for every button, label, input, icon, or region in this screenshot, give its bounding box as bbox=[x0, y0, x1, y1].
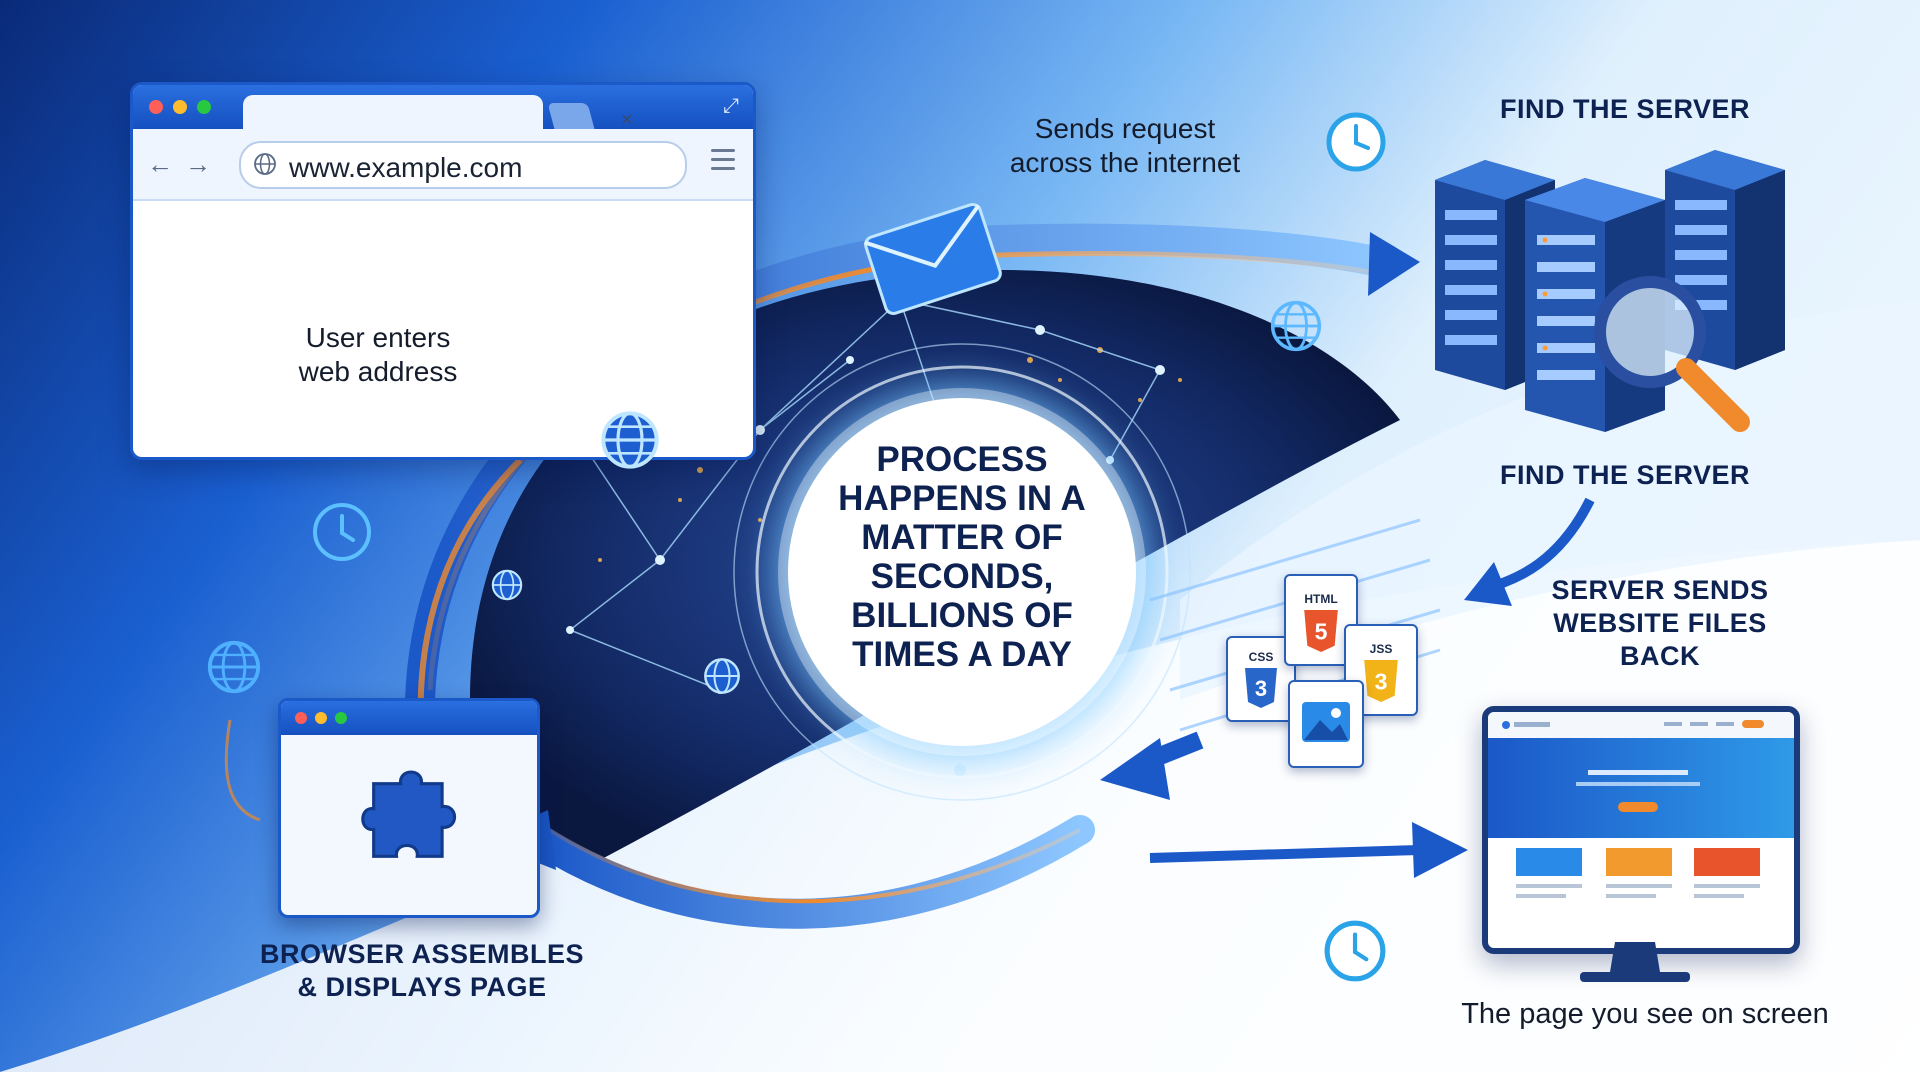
inactive-tab[interactable] bbox=[547, 103, 595, 129]
find-server-title: FIND THE SERVER bbox=[1499, 94, 1751, 124]
maximize-dot[interactable] bbox=[335, 712, 347, 724]
clock-icon bbox=[313, 503, 371, 561]
monitor-icon bbox=[1482, 706, 1800, 954]
address-bar[interactable]: www.example.com bbox=[239, 141, 687, 189]
globe-icon bbox=[1270, 300, 1322, 352]
puzzle-icon bbox=[361, 770, 457, 858]
html-file-label: HTML bbox=[1304, 592, 1338, 606]
request-arrowhead bbox=[1368, 232, 1420, 296]
back-arrow-icon[interactable]: ← bbox=[147, 149, 173, 179]
clock-icon bbox=[1326, 112, 1386, 172]
expand-icon[interactable]: ⤢ bbox=[723, 95, 739, 117]
step2-label: Sends request across the internet bbox=[1009, 113, 1241, 178]
maximize-dot[interactable] bbox=[197, 100, 211, 114]
envelope-icon bbox=[863, 202, 1002, 316]
globe-icon bbox=[254, 153, 276, 175]
browser-titlebar: × ⤢ bbox=[133, 85, 753, 131]
svg-text:5: 5 bbox=[1315, 618, 1328, 644]
browser-window: × ⤢ ← → www.example.com request User ent… bbox=[130, 82, 756, 460]
browser-toolbar: ← → www.example.com bbox=[133, 129, 753, 201]
magnifier-icon bbox=[1594, 276, 1750, 432]
html-file-icon: HTML 5 bbox=[1284, 574, 1358, 666]
find-server-subtitle: FIND THE SERVER bbox=[1499, 460, 1751, 490]
svg-text:3: 3 bbox=[1375, 668, 1388, 694]
forward-arrow-icon[interactable]: → bbox=[185, 149, 211, 179]
browser-titlebar bbox=[281, 701, 537, 735]
clock-icon bbox=[1324, 920, 1386, 982]
server-sends-label: SERVER SENDS WEBSITE FILES BACK bbox=[1551, 575, 1769, 671]
response-arc bbox=[525, 815, 1095, 929]
white-sweep bbox=[0, 540, 1920, 1072]
browser-tab[interactable]: × bbox=[243, 95, 633, 131]
globe-icon bbox=[601, 411, 659, 469]
close-dot[interactable] bbox=[149, 100, 163, 114]
center-text: PROCESS HAPPENS IN A MATTER OF SECONDS, … bbox=[838, 440, 1086, 674]
browser-assembles-label: BROWSER ASSEMBLES & DISPLAYS PAGE bbox=[259, 939, 585, 1002]
monitor-stand bbox=[1580, 942, 1690, 982]
css-file-label: CSS bbox=[1248, 650, 1274, 664]
minimize-dot[interactable] bbox=[315, 712, 327, 724]
globe-icon bbox=[491, 569, 523, 601]
assembled-browser-window bbox=[278, 698, 540, 918]
globe-icon bbox=[207, 640, 261, 694]
page-on-screen-label: The page you see on screen bbox=[1461, 998, 1829, 1030]
globe-icon bbox=[704, 658, 740, 694]
light-band bbox=[1180, 300, 1920, 700]
js-file-label: JSS bbox=[1369, 642, 1393, 656]
url-text[interactable]: www.example.com bbox=[289, 152, 523, 183]
close-dot[interactable] bbox=[295, 712, 307, 724]
svg-text:3: 3 bbox=[1255, 676, 1267, 701]
image-file-icon bbox=[1288, 680, 1364, 768]
minimize-dot[interactable] bbox=[173, 100, 187, 114]
site-navbar bbox=[1488, 712, 1794, 738]
step1-label: User enters web address bbox=[298, 322, 458, 387]
site-hero bbox=[1488, 738, 1794, 838]
menu-icon[interactable] bbox=[711, 149, 735, 176]
tab-close-icon[interactable]: × bbox=[621, 109, 633, 131]
center-circle: PROCESS HAPPENS IN A MATTER OF SECONDS, … bbox=[788, 398, 1136, 746]
request-label: request bbox=[439, 244, 532, 326]
